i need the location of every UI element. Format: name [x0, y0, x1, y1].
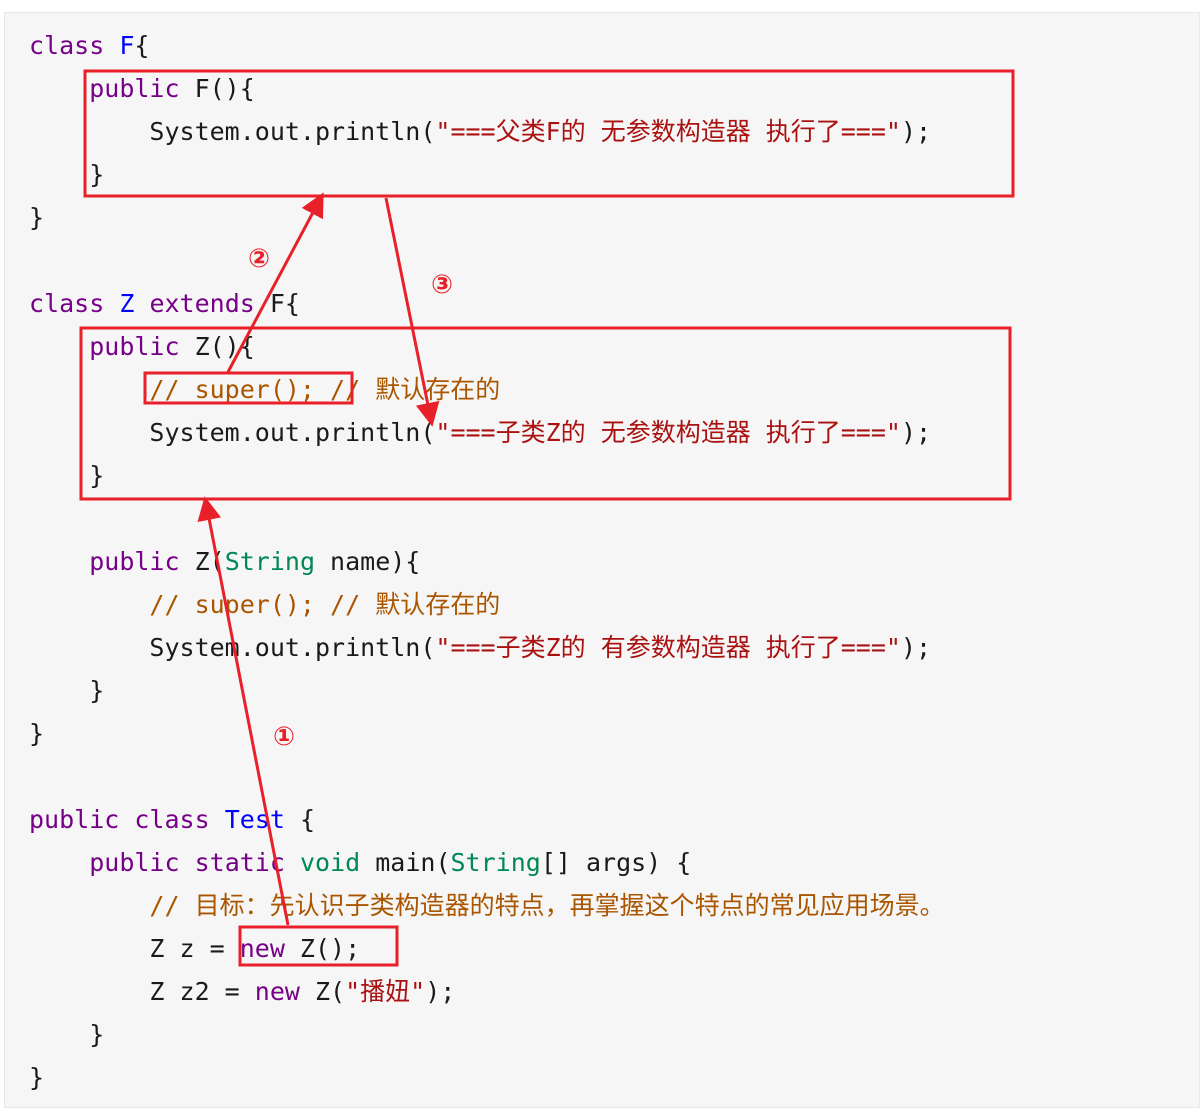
code-token: static: [194, 848, 285, 877]
code-token: class: [29, 289, 120, 318]
step-3-label: ③: [431, 270, 453, 300]
code-token: }: [29, 676, 105, 705]
code-line: }: [29, 712, 44, 755]
code-line: }: [29, 454, 104, 497]
code-token: name){: [315, 547, 421, 576]
code-token: System.out.println(: [29, 117, 436, 146]
code-token: Z();: [284, 934, 361, 963]
child-constructor-box: [79, 326, 1012, 501]
super-call-box: [143, 371, 354, 405]
code-token: );: [900, 633, 932, 662]
code-token: // super(); // 默认存在的: [149, 375, 501, 404]
code-line: // 目标：先认识子类构造器的特点，再掌握这个特点的常见应用场景。: [29, 884, 945, 927]
code-token: }: [29, 1020, 105, 1049]
code-token: }: [29, 160, 105, 189]
code-token: extends: [149, 289, 255, 318]
code-line: public Z(){: [29, 325, 255, 368]
code-token: Z z =: [29, 934, 240, 963]
code-token: );: [900, 418, 932, 447]
code-token: Z(: [299, 977, 346, 1006]
code-line: }: [29, 196, 44, 239]
code-token: Test: [224, 805, 285, 834]
code-token: // 目标：先认识子类构造器的特点，再掌握这个特点的常见应用场景。: [149, 891, 945, 920]
code-line: }: [29, 153, 104, 196]
step-1-label: ①: [273, 722, 295, 752]
code-token: F(){: [179, 74, 255, 103]
code-line: // super(); // 默认存在的: [29, 368, 500, 411]
code-token: );: [425, 977, 456, 1006]
code-token: public: [89, 848, 180, 877]
code-token: new: [254, 977, 300, 1006]
code-token: String: [224, 547, 315, 576]
code-token: public: [89, 74, 180, 103]
code-line: }: [29, 669, 104, 712]
code-token: // super(); // 默认存在的: [149, 590, 501, 619]
code-token: new: [239, 934, 285, 963]
code-line: // super(); // 默认存在的: [29, 583, 500, 626]
code-token: String: [450, 848, 541, 877]
code-line: public Z(String name){: [29, 540, 420, 583]
code-token: public: [89, 332, 180, 361]
code-line: Z z = new Z();: [29, 927, 360, 970]
code-line: System.out.println("===子类Z的 有参数构造器 执行了==…: [29, 626, 931, 669]
code-token: class: [29, 31, 120, 60]
code-token: [] args) {: [540, 848, 692, 877]
parent-constructor-box: [83, 69, 1015, 198]
code-line: public F(){: [29, 67, 255, 110]
code-token: Z: [119, 289, 135, 318]
code-token: public: [29, 805, 120, 834]
code-token: "播妞": [345, 977, 426, 1006]
arrow-step-1: [197, 496, 290, 926]
code-token: F: [119, 31, 135, 60]
code-line: System.out.println("===父类F的 无参数构造器 执行了==…: [29, 110, 931, 153]
code-line: System.out.println("===子类Z的 无参数构造器 执行了==…: [29, 411, 931, 454]
code-token: );: [900, 117, 932, 146]
code-token: F{: [254, 289, 300, 318]
code-token: {: [134, 31, 150, 60]
code-line: }: [29, 1056, 44, 1099]
code-token: void: [299, 848, 361, 877]
code-token: }: [29, 203, 45, 232]
code-token: main(: [360, 848, 451, 877]
code-token: "===子类Z的 无参数构造器 执行了===": [435, 418, 901, 447]
code-line: Z z2 = new Z("播妞");: [29, 970, 455, 1013]
code-line: class F{: [29, 24, 149, 67]
code-line: class Z extends F{: [29, 282, 300, 325]
code-token: System.out.println(: [29, 633, 436, 662]
code-token: System.out.println(: [29, 418, 436, 447]
code-line: }: [29, 1013, 104, 1056]
code-token: {: [284, 805, 316, 834]
code-token: public: [89, 547, 180, 576]
code-line: public static void main(String[] args) {: [29, 841, 691, 884]
arrow-step-2: [226, 192, 324, 373]
code-token: class: [134, 805, 210, 834]
code-token: "===子类Z的 有参数构造器 执行了===": [435, 633, 901, 662]
code-line: public class Test {: [29, 798, 315, 841]
code-token: Z z2 =: [29, 977, 255, 1006]
code-token: Z(){: [179, 332, 255, 361]
code-token: }: [29, 719, 45, 748]
arrow-step-3: [384, 197, 440, 427]
code-token: }: [29, 461, 105, 490]
new-z-box: [238, 925, 399, 967]
code-token: "===父类F的 无参数构造器 执行了===": [435, 117, 901, 146]
code-token: }: [29, 1063, 45, 1092]
step-2-label: ②: [248, 244, 270, 274]
